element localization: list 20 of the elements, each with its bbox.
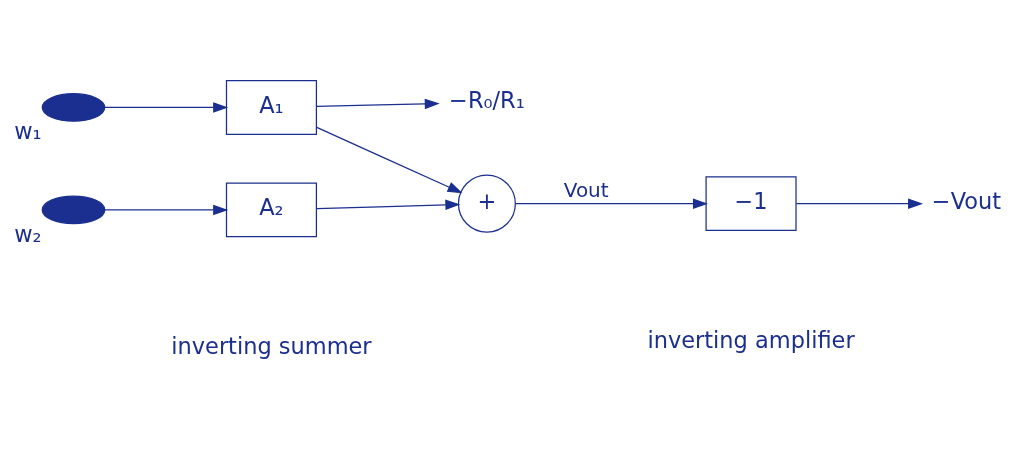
label: inverting summer xyxy=(171,332,372,359)
node-circle: + xyxy=(457,174,516,233)
node-box: A₁ xyxy=(225,79,318,135)
node-label: w₂ xyxy=(14,220,42,247)
edge-label: Vout xyxy=(563,177,609,202)
node-text: −Vout xyxy=(931,187,1002,214)
arrow xyxy=(316,98,440,109)
node-label: w₁ xyxy=(14,117,42,144)
arrow xyxy=(104,204,229,215)
arrow xyxy=(316,126,463,193)
arrow xyxy=(104,101,229,113)
label: inverting amplifier xyxy=(647,326,855,353)
arrow xyxy=(514,197,708,209)
arrow xyxy=(316,199,461,210)
node-text: −R₀/R₁ xyxy=(449,86,525,113)
node-box: −1 xyxy=(705,175,797,231)
node-ellipse xyxy=(41,92,106,122)
node-box: A₂ xyxy=(225,181,318,237)
node-ellipse xyxy=(41,195,106,224)
arrow xyxy=(795,197,924,209)
